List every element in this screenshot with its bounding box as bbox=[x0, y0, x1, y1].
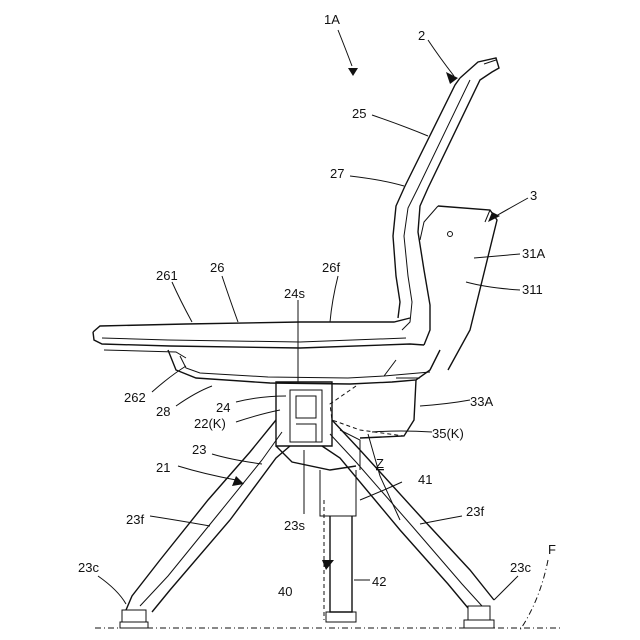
label-23f-right: 23f bbox=[466, 504, 484, 519]
label-40: 40 bbox=[278, 584, 292, 599]
label-262: 262 bbox=[124, 390, 146, 405]
label-25: 25 bbox=[352, 106, 366, 121]
arrows bbox=[232, 68, 500, 570]
rear-bracket bbox=[330, 380, 416, 438]
arrow-1A-icon bbox=[348, 68, 358, 76]
label-2: 2 bbox=[418, 28, 425, 43]
label-23s: 23s bbox=[284, 518, 305, 533]
label-42: 42 bbox=[372, 574, 386, 589]
label-24: 24 bbox=[216, 400, 230, 415]
label-33A: 33A bbox=[470, 394, 493, 409]
label-21: 21 bbox=[156, 460, 170, 475]
side-panel bbox=[420, 206, 497, 370]
label-311: 311 bbox=[522, 282, 543, 297]
seat bbox=[93, 318, 424, 358]
label-31A: 31A bbox=[522, 246, 545, 261]
label-1A: 1A bbox=[324, 12, 340, 27]
backrest bbox=[393, 58, 499, 345]
label-26: 26 bbox=[210, 260, 224, 275]
label-3: 3 bbox=[530, 188, 537, 203]
label-28: 28 bbox=[156, 404, 170, 419]
label-41: 41 bbox=[418, 472, 432, 487]
label-23: 23 bbox=[192, 442, 206, 457]
panel-bolt-icon bbox=[448, 232, 453, 237]
coupling-block bbox=[276, 382, 332, 446]
label-Z: Z bbox=[376, 456, 384, 471]
label-35K: 35(K) bbox=[432, 426, 464, 441]
label-22K: 22(K) bbox=[194, 416, 226, 431]
label-27: 27 bbox=[330, 166, 344, 181]
arrow-3-icon bbox=[488, 212, 500, 222]
label-261: 261 bbox=[156, 268, 178, 283]
label-24s-top: 24s bbox=[284, 286, 305, 301]
label-F: F bbox=[548, 542, 556, 557]
label-26f: 26f bbox=[322, 260, 340, 275]
label-23c-left: 23c bbox=[78, 560, 99, 575]
right-leg bbox=[322, 420, 494, 628]
leader-lines bbox=[98, 30, 528, 604]
label-23f-left: 23f bbox=[126, 512, 144, 527]
label-23c-right: 23c bbox=[510, 560, 531, 575]
seat-shell bbox=[168, 350, 440, 384]
